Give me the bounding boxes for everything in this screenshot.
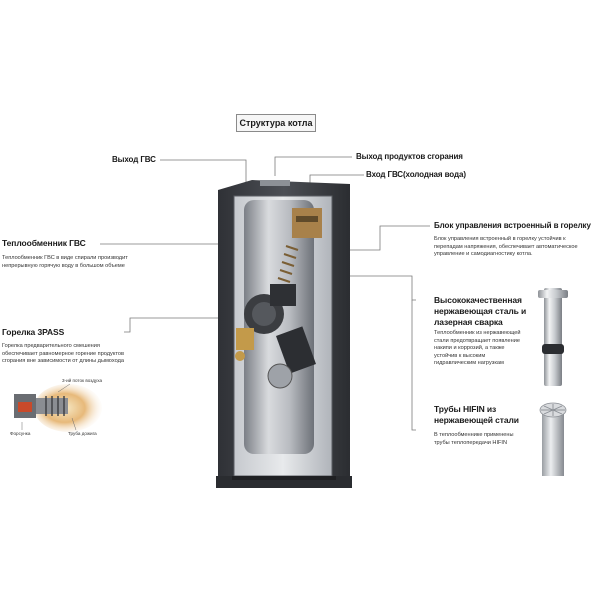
boiler-illustration: [216, 180, 352, 488]
label-burner: Горелка 3PASS: [2, 327, 65, 337]
steel-tube-illustration: [538, 288, 568, 386]
desc-heat-exchanger: Теплообменник ГВС в виде спирали произво…: [2, 255, 128, 269]
burner-cutaway-illustration: [14, 383, 102, 432]
desc-hifin: В теплообменнике применены трубы теплопе…: [434, 432, 514, 446]
line-hifin: [411, 300, 416, 431]
label-flue-out: Выход продуктов сгорания: [356, 152, 463, 161]
hifin-tube-illustration: [539, 402, 567, 476]
label-burner-nozzle: Форсунка: [10, 431, 31, 436]
label-steel-line1: Высококачественная: [434, 295, 522, 305]
label-steel-line2: нержавеющая сталь и: [434, 306, 527, 316]
desc-steel: Теплообменник из нержавеющей стали предо…: [434, 330, 521, 367]
label-control-unit: Блок управления встроенный в горелку: [434, 221, 591, 230]
label-hifin: Трубы HIFIN из нержавеющей стали: [434, 404, 519, 426]
label-steel: Высококачественная нержавеющая сталь и л…: [434, 295, 526, 328]
desc-control-unit: Блок управления встроенный в горелку уст…: [434, 236, 578, 258]
line-hot-water: [160, 159, 247, 182]
label-hifin-line1: Трубы HIFIN из: [434, 404, 497, 414]
label-burner-flow: 3-ий поток воздуха: [62, 378, 103, 383]
label-cold-water-in: Вход ГВС(холодная вода): [366, 170, 466, 179]
label-hot-water-out: Выход ГВС: [112, 155, 156, 164]
label-hifin-line2: нержавеющей стали: [434, 415, 519, 425]
label-heat-exchanger: Теплообменник ГВС: [2, 238, 86, 248]
label-steel-line3: лазерная сварка: [434, 317, 503, 327]
diagram-title: Структура котла: [236, 114, 316, 132]
desc-burner: Горелка предварительного смешения обеспе…: [2, 343, 124, 365]
line-flue: [274, 156, 352, 176]
label-burner-tube: Труба дожига: [68, 431, 97, 436]
